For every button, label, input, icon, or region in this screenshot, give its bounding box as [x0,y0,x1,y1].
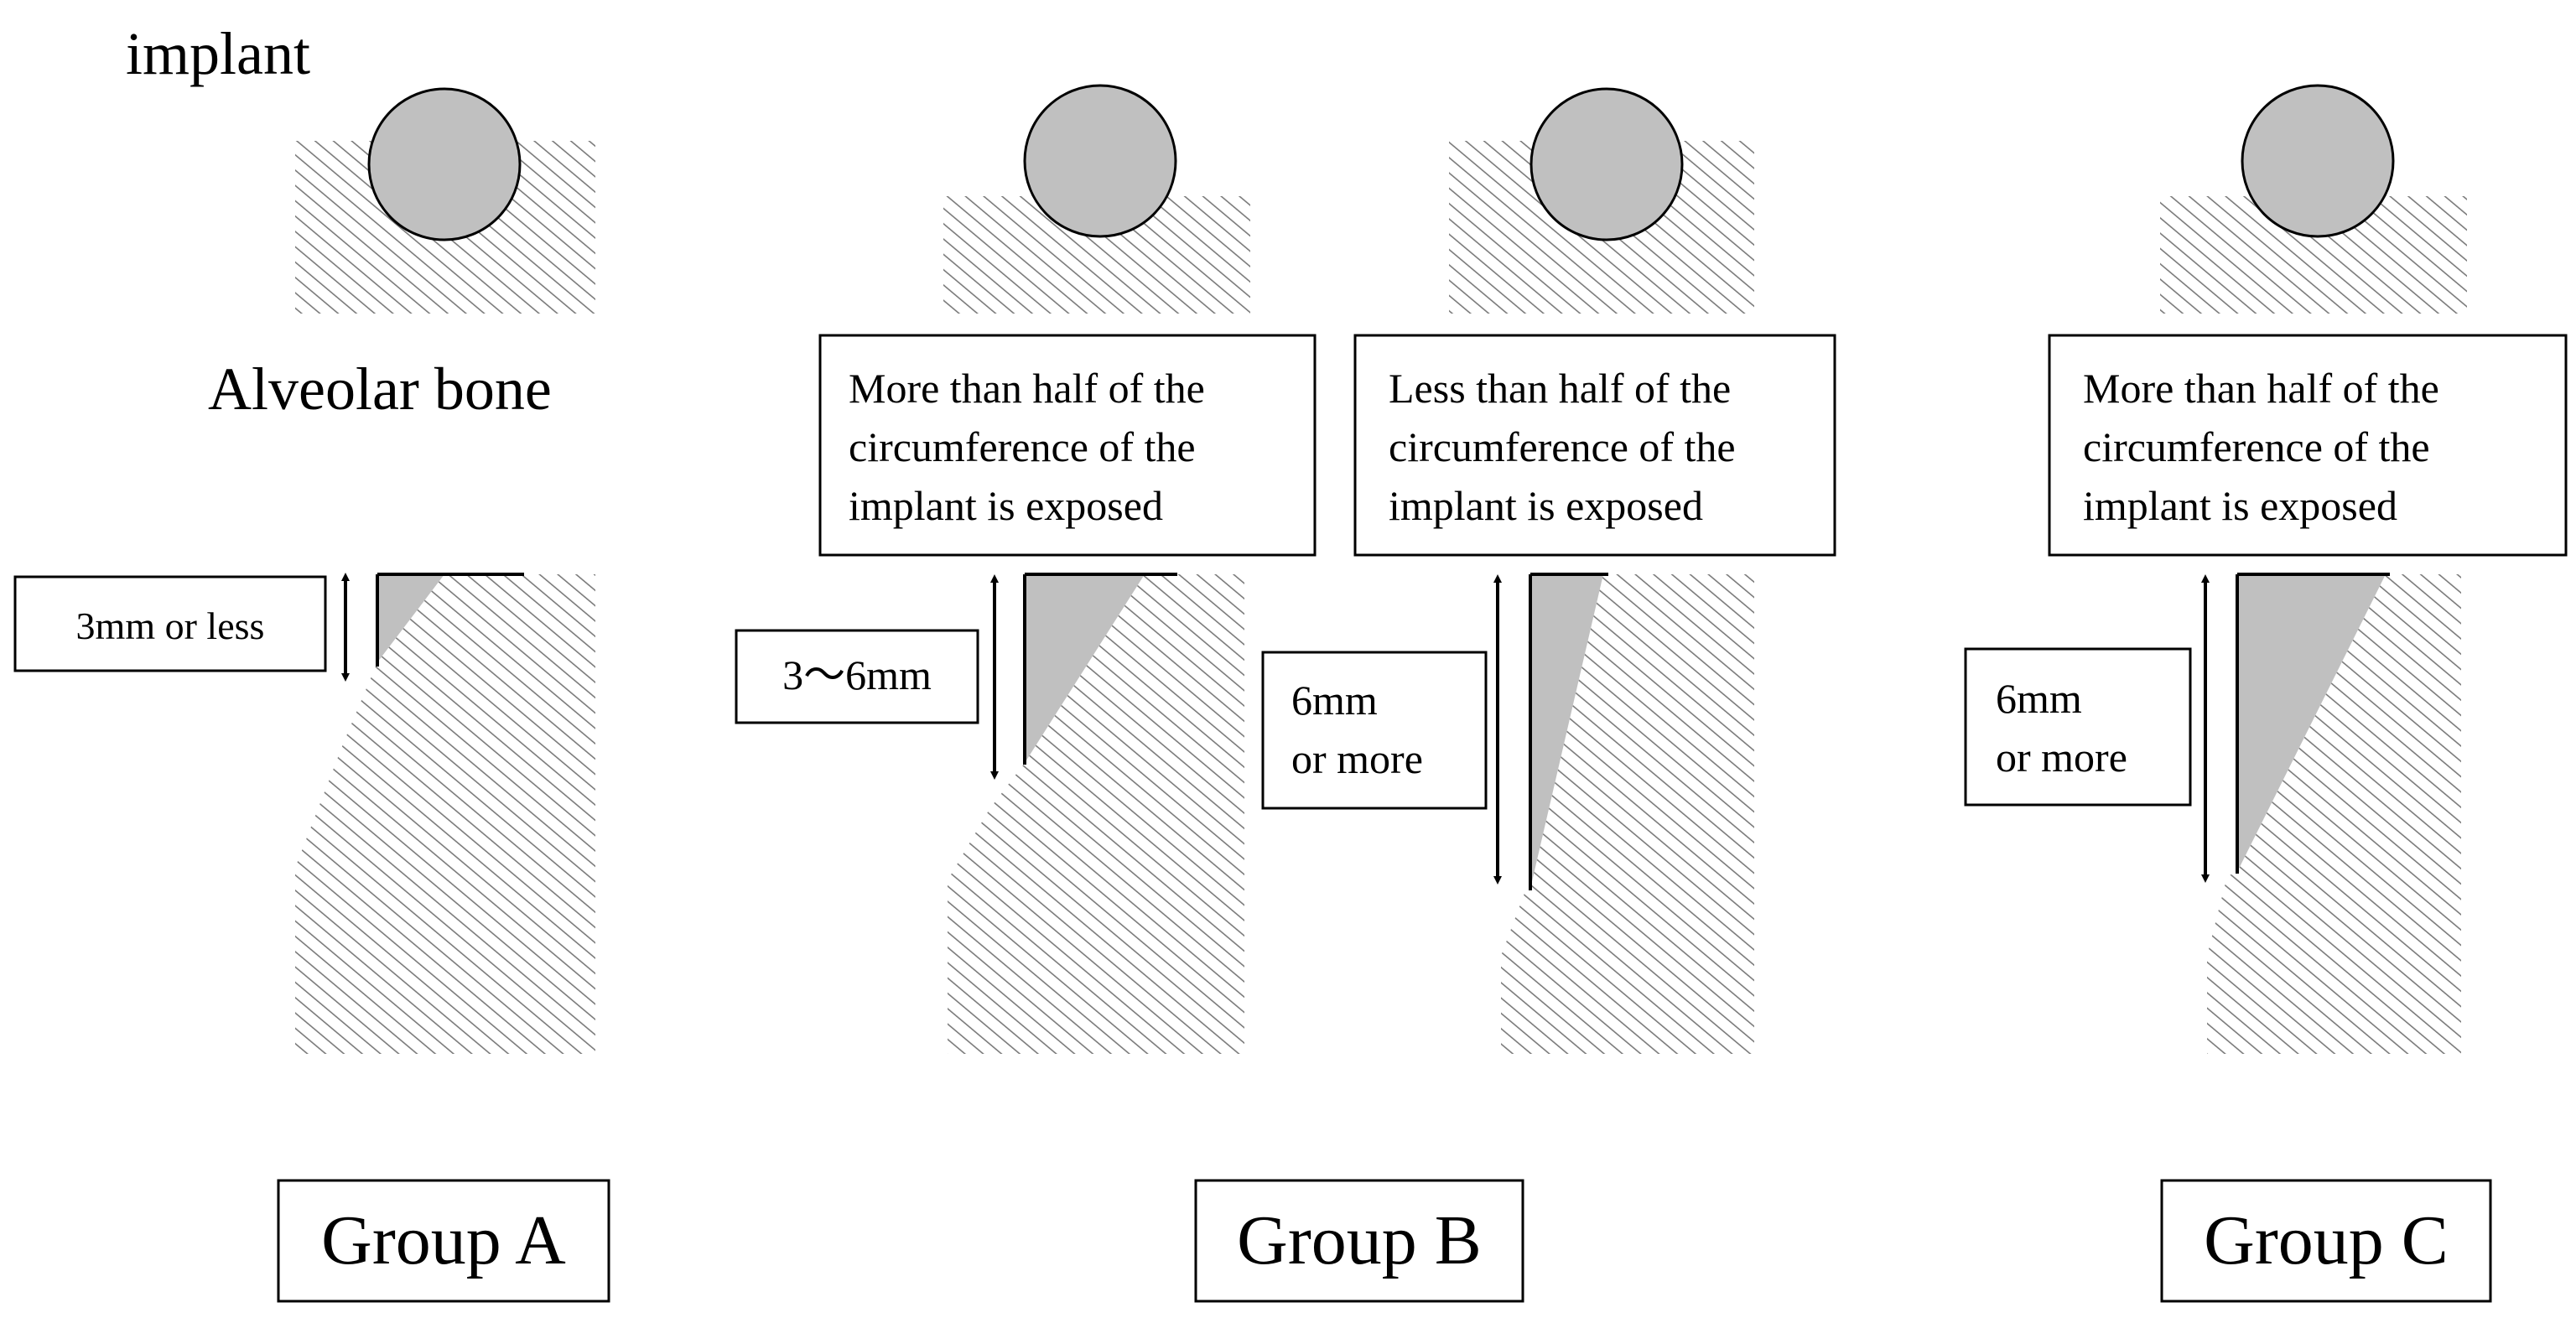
implant-label: implant [126,20,310,87]
group-c-measure-line-2: or more [1996,734,2127,781]
group-b-right-caption-box [1353,334,1836,557]
group-b-right-caption-line-1: Less than half of the [1389,365,1731,412]
group-a-bone-section [295,574,595,1054]
group-b-left-caption-line-1: More than half of the [849,365,1205,412]
group-b-left-caption-line-3: implant is exposed [849,482,1163,529]
group-c-title-box [2160,1179,2492,1303]
group-b-right-bone-section [1501,574,1754,1054]
group-b-left-defect [1025,574,1145,763]
group-c-caption-line-1: More than half of the [2083,365,2439,412]
group-c-caption-line-3: implant is exposed [2083,482,2397,529]
group-a-measure-label: 3mm or less [76,604,265,647]
group-b-right-measure-line-2: or more [1291,735,1423,782]
group-b-right-implant [1530,87,1684,241]
group-c: More than half of the circumference of t… [1964,84,2568,1303]
group-b-left: More than half of the circumference of t… [735,84,1317,1054]
group-a-measure-box [13,575,327,672]
group-b-title-box [1194,1179,1524,1303]
group-b-right-caption-line-3: implant is exposed [1389,482,1703,529]
group-c-caption-line-2: circumference of the [2083,423,2430,470]
group-b-left-caption-box [818,334,1317,557]
group-b-left-measure-box [735,629,979,724]
group-c-measure-line-1: 6mm [1996,675,2082,722]
group-b-right-measure-line-1: 6mm [1291,677,1378,724]
group-c-defect [2237,574,2386,872]
alveolar-bone-label: Alveolar bone [208,355,552,423]
group-b-left-caption-line-2: circumference of the [849,423,1196,470]
group-b-right: Less than half of the circumference of t… [1261,87,1836,1054]
group-a-title: Group A [321,1201,566,1279]
group-a-defect [377,574,444,662]
group-a-implant [367,87,522,241]
group-c-bone-section [2207,574,2461,1054]
group-b-right-measure-box [1261,651,1488,810]
group-b-left-implant [1023,84,1177,238]
group-b-left-bone-section [948,574,1244,1054]
group-b-left-measure-label: 3〜6mm [782,651,932,698]
group-a: 3mm or less Group A [13,87,610,1303]
group-c-caption-box [2048,334,2568,557]
group-c-title: Group C [2204,1201,2449,1279]
group-b-title: Group B [1237,1201,1482,1279]
group-c-measure-box [1964,647,2192,807]
group-a-title-box [277,1179,610,1303]
group-b-right-defect [1530,574,1603,889]
group-b-right-caption-line-2: circumference of the [1389,423,1736,470]
group-c-implant [2241,84,2395,238]
